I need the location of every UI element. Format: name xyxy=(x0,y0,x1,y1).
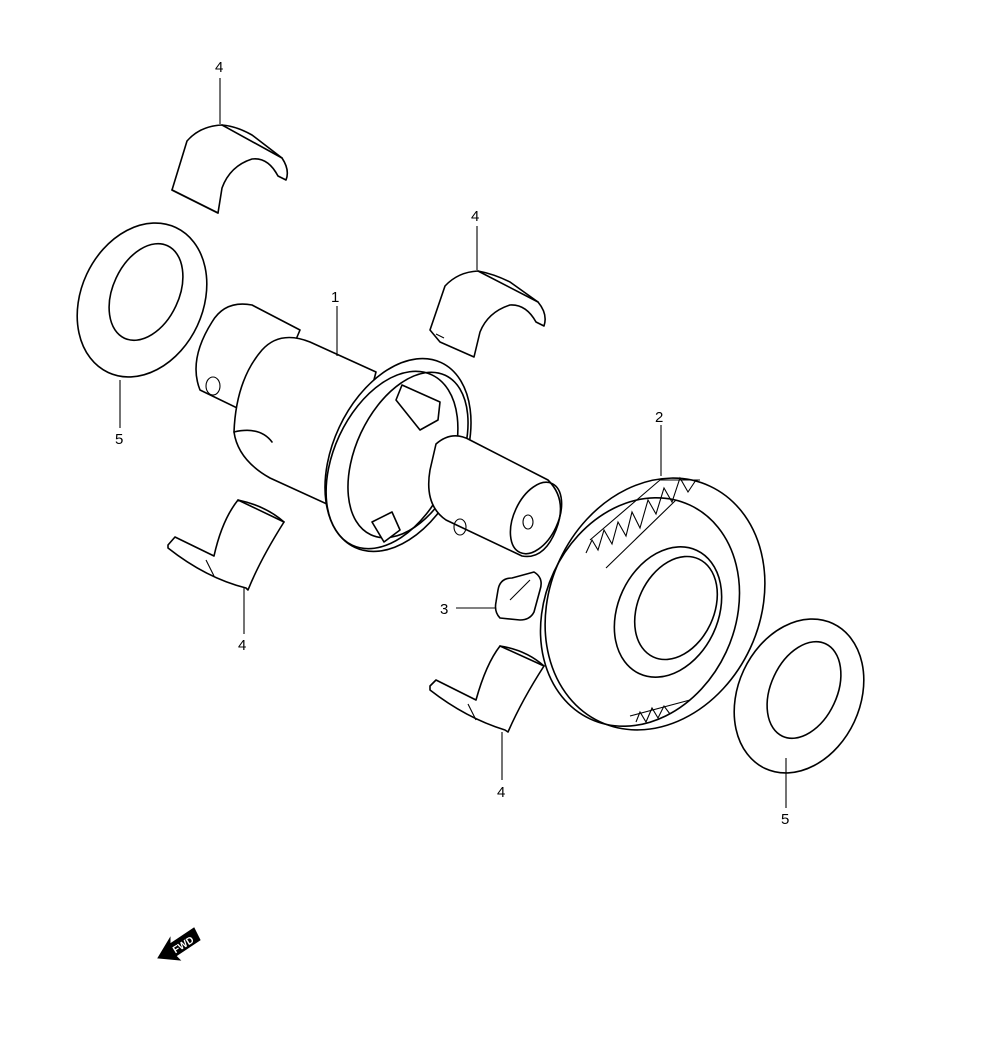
callout-bearing-top-right: 4 xyxy=(471,208,479,225)
thrust-washer-right xyxy=(733,618,865,774)
callout-key: 3 xyxy=(440,601,448,618)
callout-washer-right: 5 xyxy=(781,811,789,828)
bearing-shell-lower-left xyxy=(167,499,285,591)
counter-shaft xyxy=(195,303,563,558)
thrust-washer-left xyxy=(76,222,208,378)
callout-bearing-lower-right: 4 xyxy=(497,784,505,801)
bearing-shell-top-left xyxy=(171,124,289,214)
driven-gear xyxy=(539,476,766,731)
callout-bearing-lower-left: 4 xyxy=(238,637,246,654)
woodruff-key xyxy=(494,571,542,621)
callout-gear: 2 xyxy=(655,409,663,426)
callout-washer-left: 5 xyxy=(115,431,123,448)
bearing-shell-lower-right xyxy=(429,645,545,733)
callout-bearing-top-left: 4 xyxy=(215,59,223,76)
bearing-shell-top-right xyxy=(429,270,546,358)
callout-shaft: 1 xyxy=(331,289,339,306)
forward-direction-arrow-icon: FWD xyxy=(157,927,201,961)
